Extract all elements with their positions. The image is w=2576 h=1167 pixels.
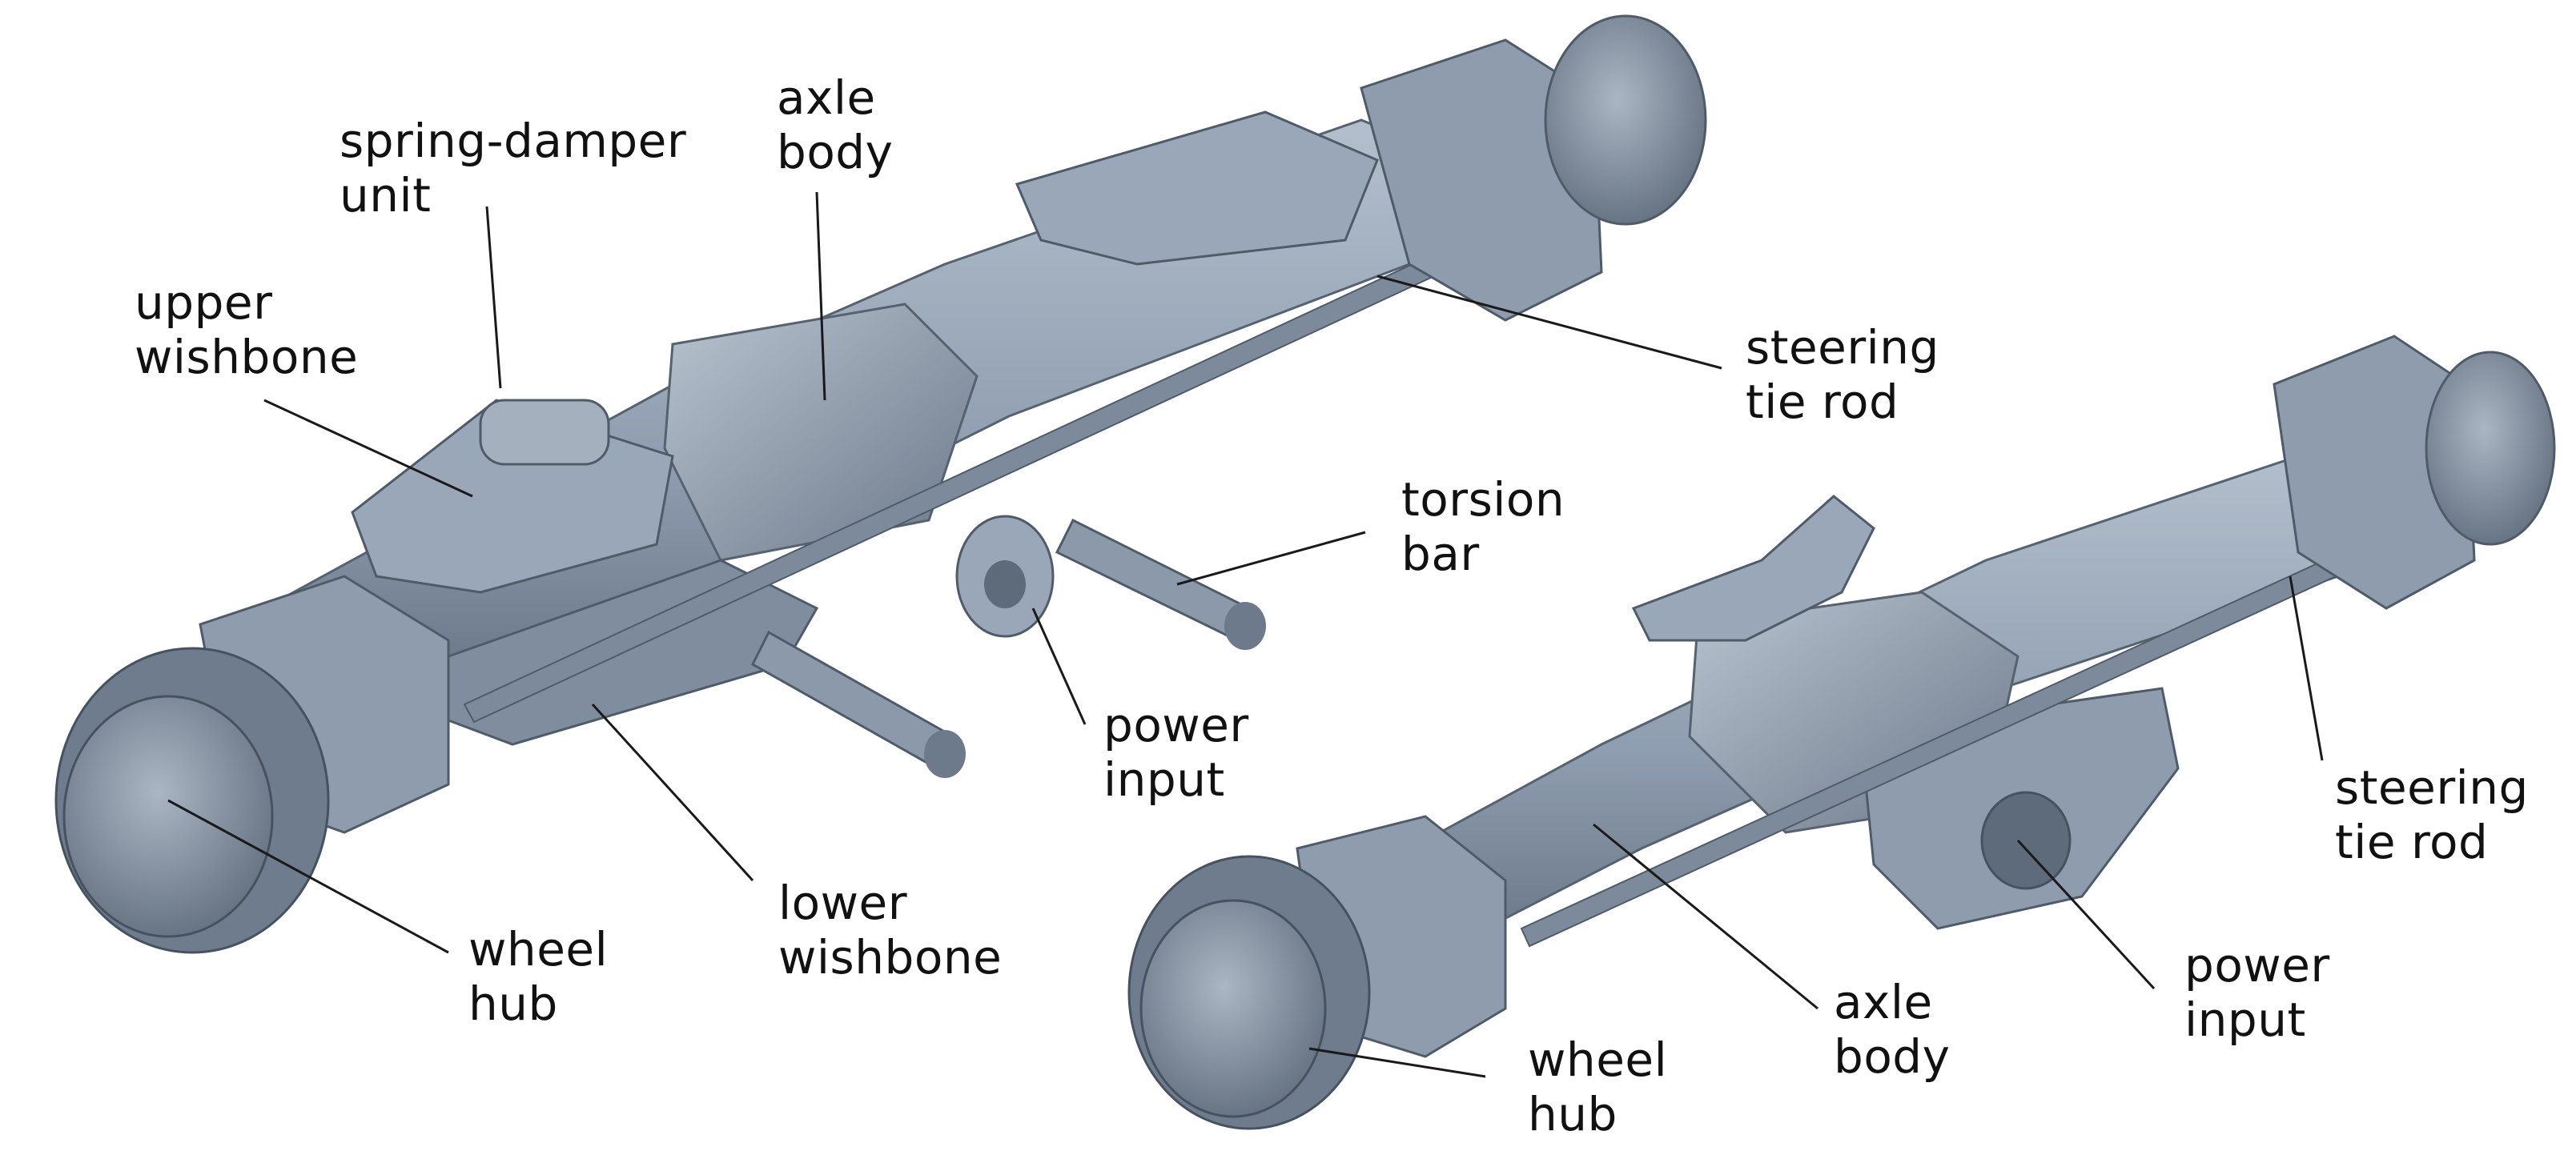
leader-axle-body-right — [1593, 823, 1818, 1010]
left-rear-knuckle — [1360, 38, 1603, 322]
leader-upper-wishbone — [263, 399, 473, 498]
leader-torsion-bar — [1176, 531, 1366, 586]
label-axle-body-left: axle body — [777, 70, 894, 179]
label-axle-body-right: axle body — [1834, 975, 1951, 1084]
left-torsion-bar-1 — [1055, 518, 1251, 643]
label-wheel-hub-left: wheel hub — [468, 922, 609, 1031]
label-spring-damper-unit: spring-damper unit — [340, 114, 687, 223]
leader-lower-wishbone — [591, 703, 754, 882]
right-rear-knuckle — [2273, 335, 2476, 610]
label-torsion-bar: torsion bar — [1401, 472, 1565, 581]
leader-spring-damper — [485, 206, 502, 389]
right-axle-assembly — [1127, 335, 2556, 1130]
leader-power-input-left — [1031, 608, 1087, 725]
right-top-mount — [1631, 495, 1875, 642]
leader-steering-tie-rod-left — [1376, 275, 1722, 370]
label-power-input-left: power input — [1103, 698, 1249, 807]
label-steering-tie-rod-right: steering tie rod — [2335, 760, 2529, 869]
left-torsion-bar-1-end — [1224, 602, 1266, 650]
left-upper-wishbone-rear — [1015, 110, 1379, 266]
left-front-hub — [62, 695, 274, 938]
left-torsion-bar-2 — [751, 630, 954, 771]
leader-axle-body-left — [815, 191, 826, 401]
label-upper-wishbone: upper wishbone — [135, 275, 359, 384]
label-power-input-right: power input — [2184, 938, 2330, 1047]
left-axle-assembly — [54, 14, 1707, 954]
left-center-housing — [663, 303, 979, 562]
right-power-input — [1980, 791, 2072, 890]
leader-steering-tie-rod-right — [2289, 575, 2324, 761]
right-front-hub — [1139, 899, 1327, 1118]
left-spring-damper — [479, 399, 610, 466]
left-power-input-shaft — [984, 560, 1026, 608]
right-rear-hub — [2425, 351, 2556, 546]
leader-power-input-right — [2016, 839, 2156, 990]
leader-lines — [167, 191, 2324, 1078]
left-rear-hub — [1544, 14, 1707, 226]
leader-wheel-hub-left — [167, 799, 449, 954]
label-wheel-hub-right: wheel hub — [1528, 1033, 1668, 1141]
left-torsion-bar-2-end — [924, 730, 966, 778]
label-lower-wishbone: lower wishbone — [778, 876, 1003, 985]
label-steering-tie-rod-left: steering tie rod — [1746, 320, 1939, 429]
leader-wheel-hub-right — [1308, 1047, 1486, 1078]
